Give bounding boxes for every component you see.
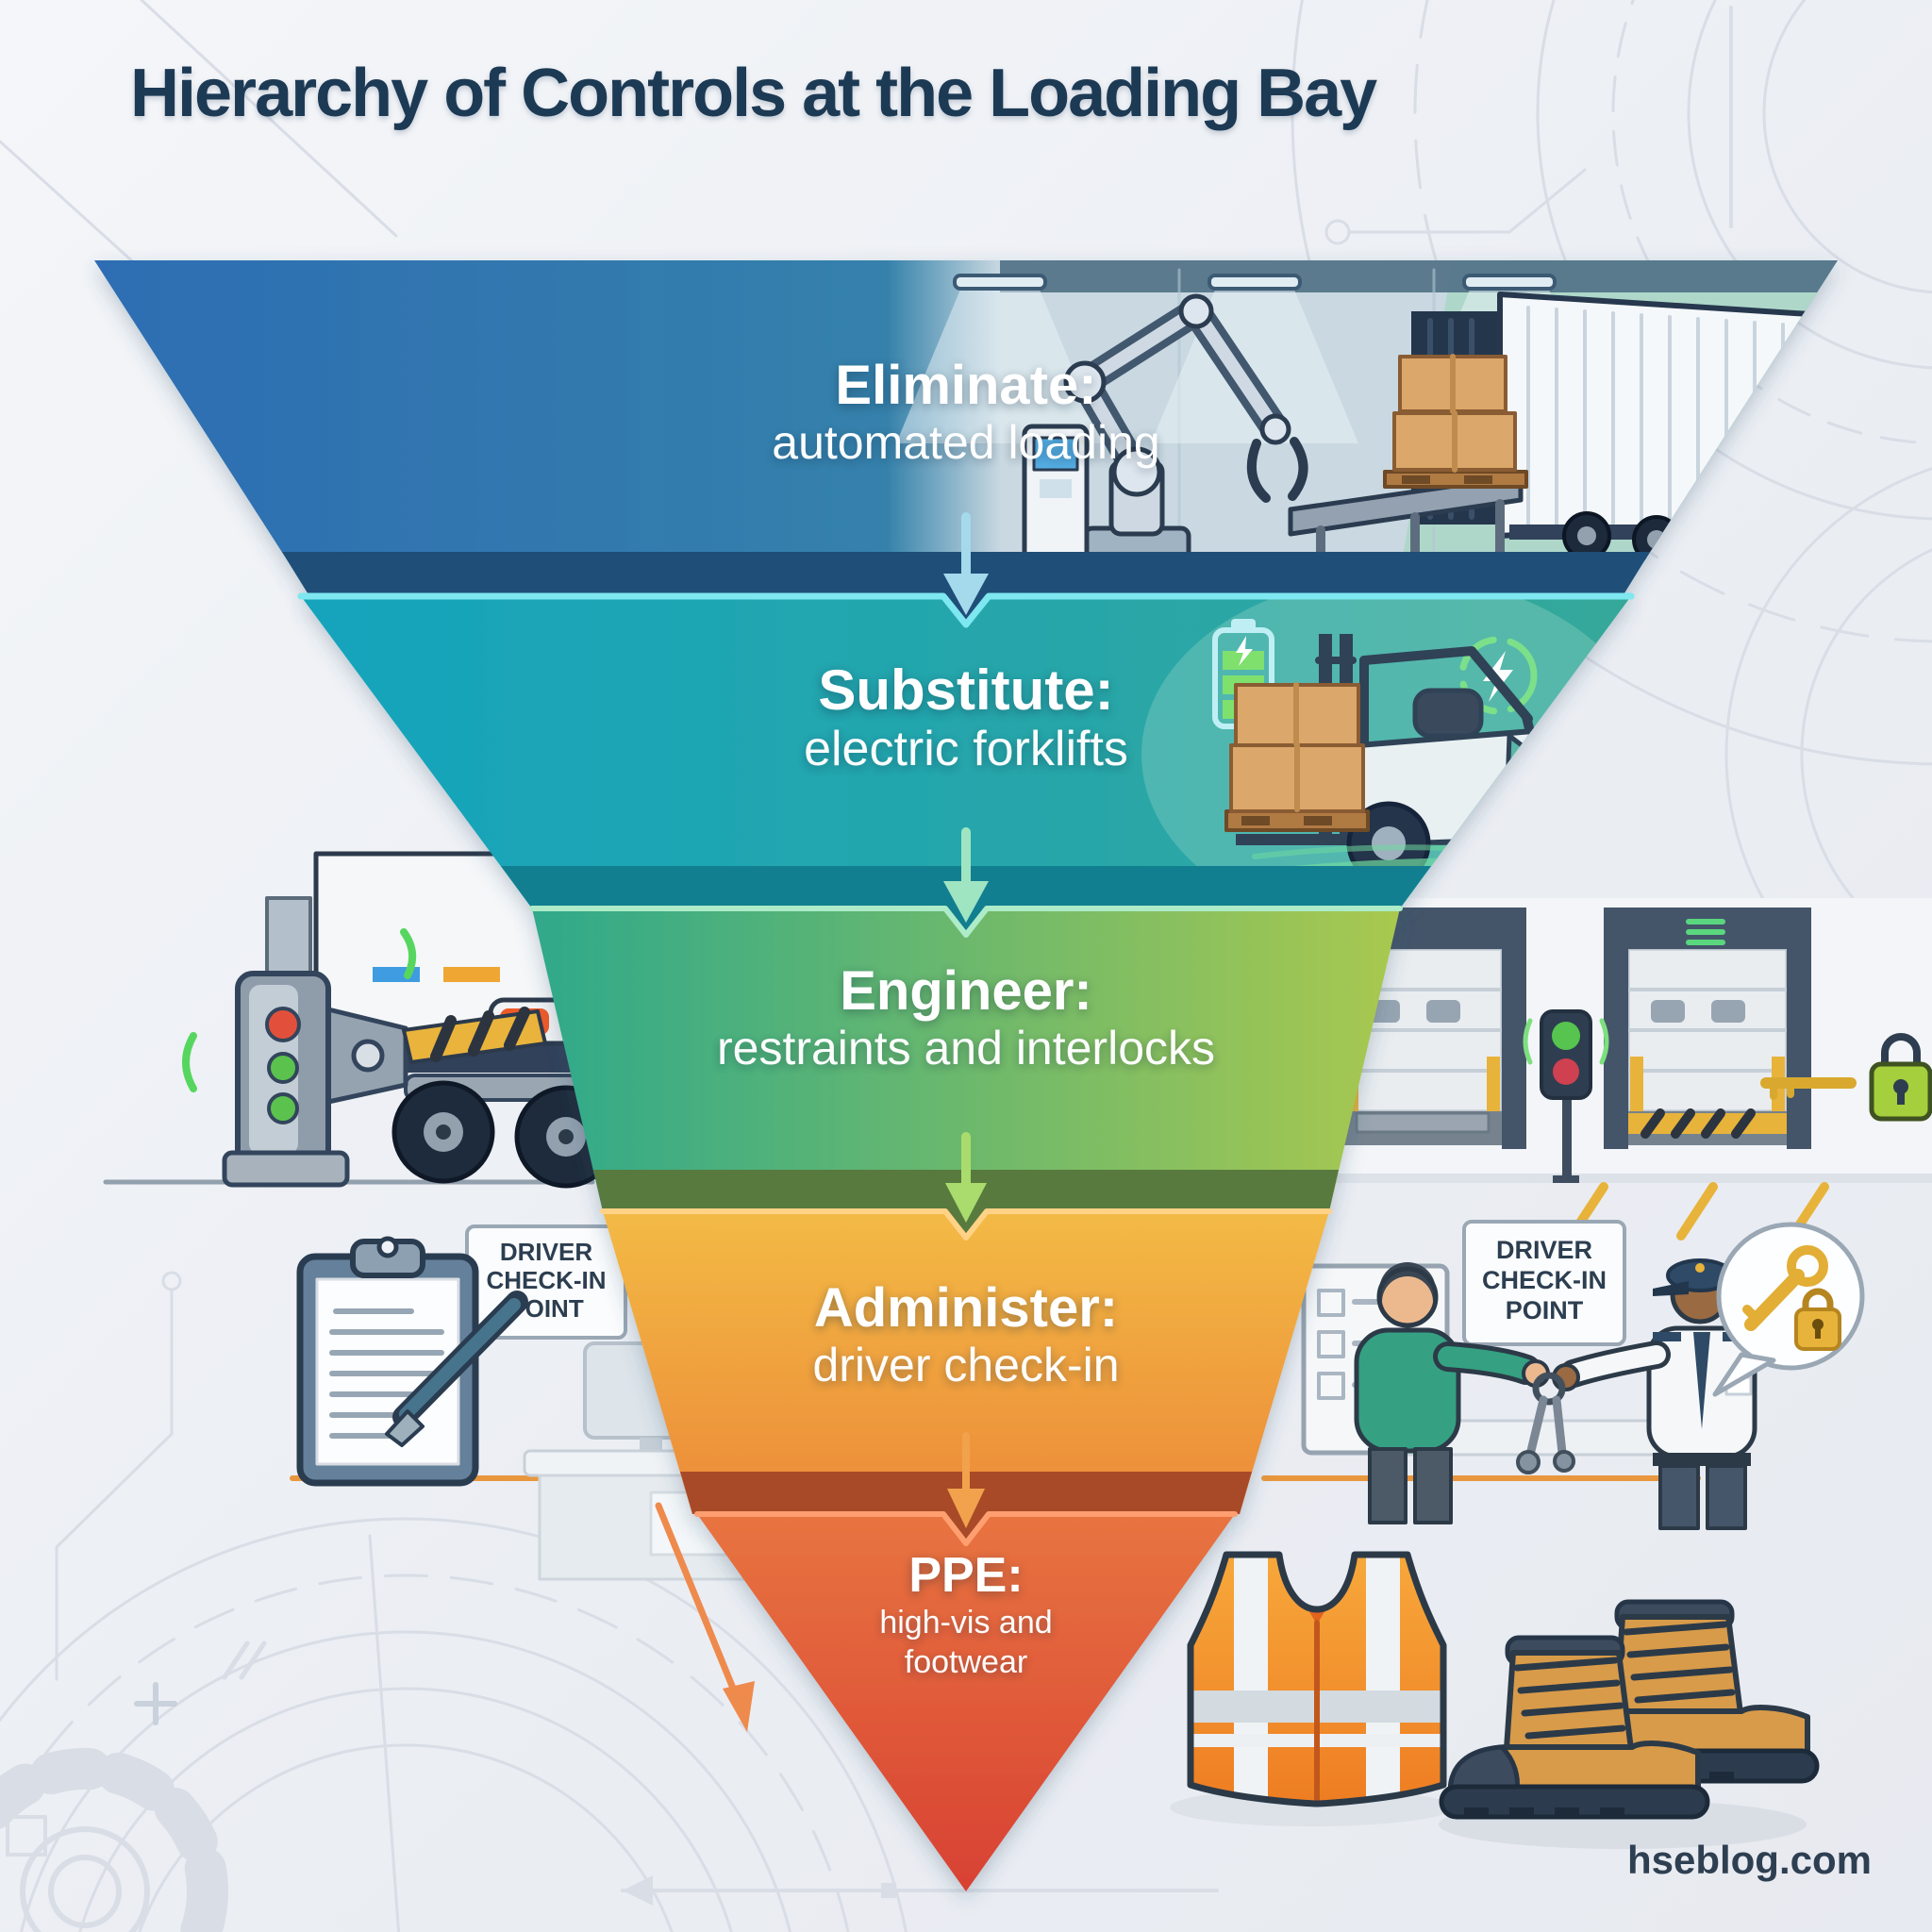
circuit-node-icon [1324,219,1351,245]
level-substitute-text: Substitute: electric forklifts [804,658,1128,778]
level-heading: Substitute: [818,658,1114,722]
level-heading: Engineer: [840,960,1092,1022]
level-description: high-vis and footwear [879,1605,1053,1680]
level-heading: PPE: [908,1548,1024,1603]
decorative-arrow [655,1502,755,1732]
circuit-arrow-icon [623,1875,653,1906]
checkin-sign-line: DRIVER [1496,1236,1592,1264]
dock-doors-scene [1307,898,1932,1241]
spark-icon [400,928,417,979]
spark-icon [182,1032,197,1092]
wheel-icon [1499,818,1561,880]
level-heading: Administer: [813,1277,1119,1339]
flow-arrows [943,512,989,1528]
level-description: automated loading [772,415,1160,469]
level-administer-text: Administer: driver check-in [812,1277,1120,1392]
band-engineer [532,908,1400,1211]
restraint-post-icon [222,896,350,1188]
level-description: electric forklifts [804,721,1128,776]
ppe-scene [1170,1551,1817,1849]
arrow-down-icon [945,1132,987,1223]
key-handover-scene: DRIVER CHECK-IN POINT [1261,1220,1865,1530]
guard-figure [1552,1258,1757,1530]
pen-icon [385,1291,528,1447]
dock-restraint-scene [103,851,653,1189]
page-title: Hierarchy of Controls at the Loading Bay [130,56,1377,131]
restraint-arm-icon [325,1007,547,1105]
arrow-down-icon [943,827,989,923]
interlock-lock-icon [1760,1033,1932,1122]
level-description: driver check-in [812,1338,1120,1391]
lightning-icon [1236,636,1253,666]
keys-icon [1516,1372,1575,1474]
checkin-sign-line: CHECK-IN [1482,1266,1607,1294]
band-ppe [697,1514,1235,1891]
fork [1236,834,1358,845]
speech-bubble [1712,1222,1865,1397]
dock-door-icon [1604,908,1811,1149]
level-engineer-text: Engineer: restraints and interlocks [716,960,1216,1075]
arrow-down-icon [943,512,989,615]
band-administer [603,1211,1329,1514]
safety-boots-icon [1441,1602,1817,1817]
level-eliminate-text: Eliminate: automated loading [772,355,1160,470]
checkin-sign-line: DRIVER [500,1238,592,1266]
lightning-icon [1523,775,1547,813]
watermark: hseblog.com [1626,1838,1872,1882]
checkin-sign: DRIVER CHECK-IN POINT [1462,1220,1626,1346]
level-description: restraints and interlocks [716,1021,1216,1074]
safety-vest-icon [1187,1551,1447,1807]
driver-figure [1354,1262,1550,1524]
traffic-light-icon [1523,1009,1609,1183]
arrow-down-icon [947,1432,985,1528]
level-heading: Eliminate: [835,355,1097,416]
green-light-icon [267,1052,299,1084]
checkin-sign-line: POINT [1506,1296,1584,1324]
level-ppe-text: PPE: high-vis and footwear [824,1549,1108,1682]
green-light-icon [267,1092,299,1124]
pallet-boxes-icon [1383,354,1528,489]
checkin-sign-line: CHECK-IN [486,1266,606,1294]
gear-icon [0,1748,228,1932]
seat [1412,688,1484,739]
red-light-icon [265,1007,301,1042]
gripper-icon [1246,439,1271,503]
pallet-boxes-icon [1224,682,1370,832]
